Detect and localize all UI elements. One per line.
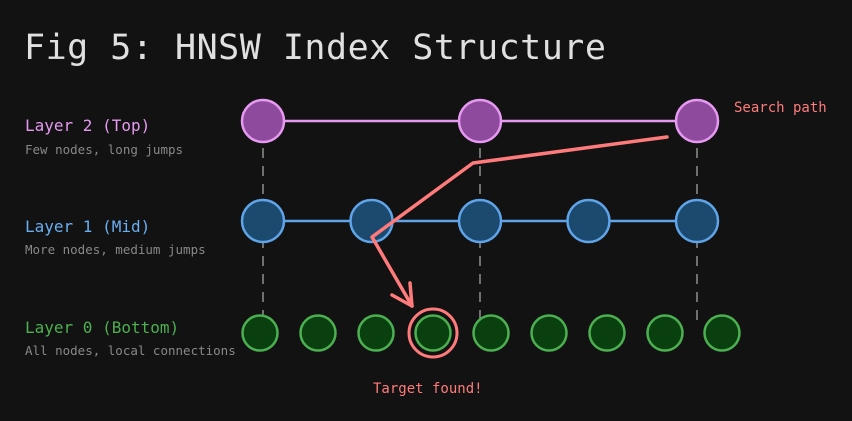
layer-2-node	[457, 98, 503, 144]
layer-0-node	[588, 314, 626, 352]
layer-1-node	[566, 198, 611, 244]
target-found-label: Target found!	[373, 381, 483, 397]
search-path-line	[370, 135, 669, 308]
layer-0-description: All nodes, local connections	[25, 343, 236, 358]
search-path-arrowhead-icon	[390, 281, 414, 308]
layer-1-node	[674, 198, 720, 244]
layer-0-node	[299, 314, 337, 352]
layer-1-node	[240, 198, 286, 244]
layer-2-label: Layer 2 (Top)	[25, 116, 151, 135]
layer-2-node	[240, 98, 286, 144]
layer-2-description: Few nodes, long jumps	[25, 142, 184, 157]
layer-1-label: Layer 1 (Mid)	[25, 217, 151, 236]
layer-0-node	[472, 314, 510, 352]
layer-0-label: Layer 0 (Bottom)	[25, 318, 180, 337]
layer-0-node	[703, 314, 741, 352]
layer-1-node	[457, 198, 503, 244]
layer-2-node	[674, 98, 720, 144]
layer-1-description: More nodes, medium jumps	[25, 242, 206, 257]
layer-0-node	[646, 314, 684, 352]
search-path-label: Search path	[734, 100, 827, 116]
layer-0-node	[530, 314, 568, 352]
layer-0-node	[241, 314, 279, 352]
layer-0-node	[357, 314, 395, 352]
layer-0-node	[414, 314, 452, 352]
target-highlight-ring	[407, 307, 459, 359]
figure-title: Fig 5: HNSW Index Structure	[24, 28, 607, 68]
